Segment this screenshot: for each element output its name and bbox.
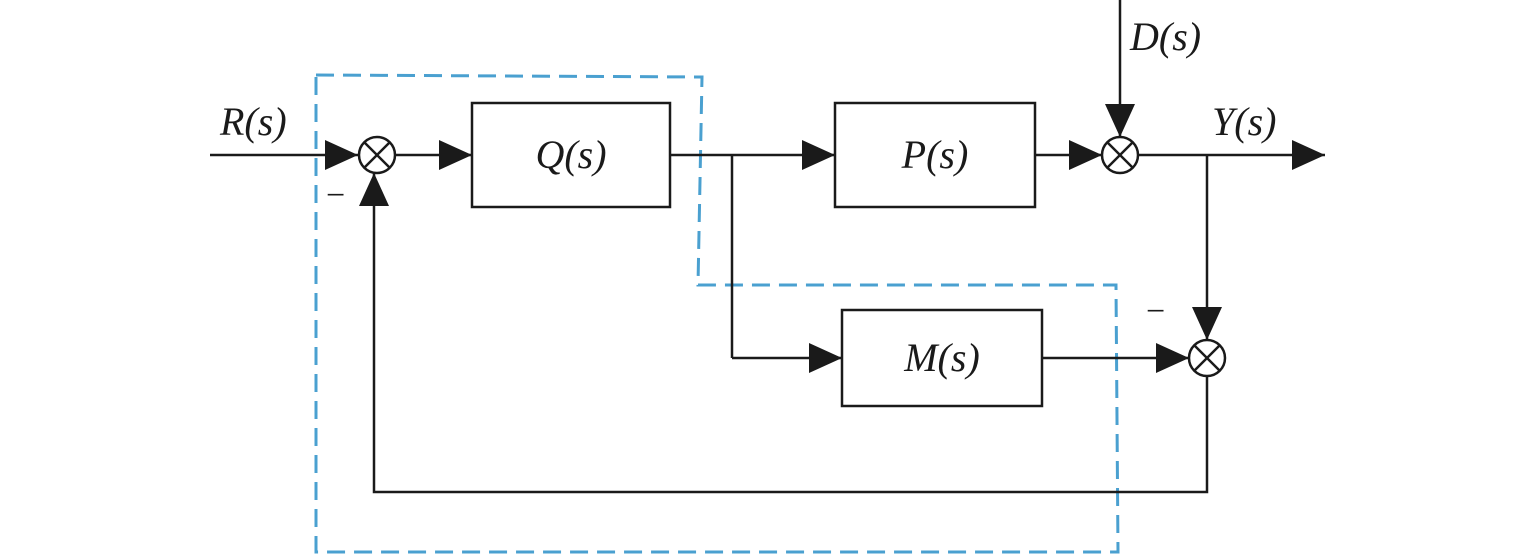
arrow-sum1-to-q	[439, 140, 472, 170]
arrow-input-to-sum1	[325, 140, 358, 170]
m-block-label: M(s)	[903, 335, 980, 380]
arrow-feedback-up	[359, 173, 389, 206]
p-block	[833, 101, 1037, 209]
dashed-region-outline	[314, 73, 1120, 554]
arrow-to-m	[809, 343, 842, 373]
arrow-output-to-sum3	[1192, 307, 1222, 340]
q-block-label: Q(s)	[535, 132, 606, 177]
arrow-output	[1292, 140, 1325, 170]
summing-junction-input	[357, 135, 397, 175]
feedback-minus-sign: −	[326, 177, 345, 214]
arrow-p-to-sum2	[1069, 140, 1102, 170]
arrow-to-p	[802, 140, 835, 170]
feedback-loop-line	[372, 173, 1209, 494]
output-signal-label: Y(s)	[1212, 99, 1276, 144]
summing-junction-output	[1100, 135, 1140, 175]
arrow-m-to-sum3	[1156, 343, 1189, 373]
summing-junction-model-error	[1187, 338, 1227, 378]
output-minus-sign: −	[1146, 293, 1165, 330]
disturbance-signal-label: D(s)	[1129, 14, 1201, 59]
arrow-disturbance-down	[1105, 104, 1135, 137]
input-signal-label: R(s)	[219, 99, 287, 144]
p-block-label: P(s)	[901, 132, 969, 177]
q-block	[470, 101, 672, 209]
